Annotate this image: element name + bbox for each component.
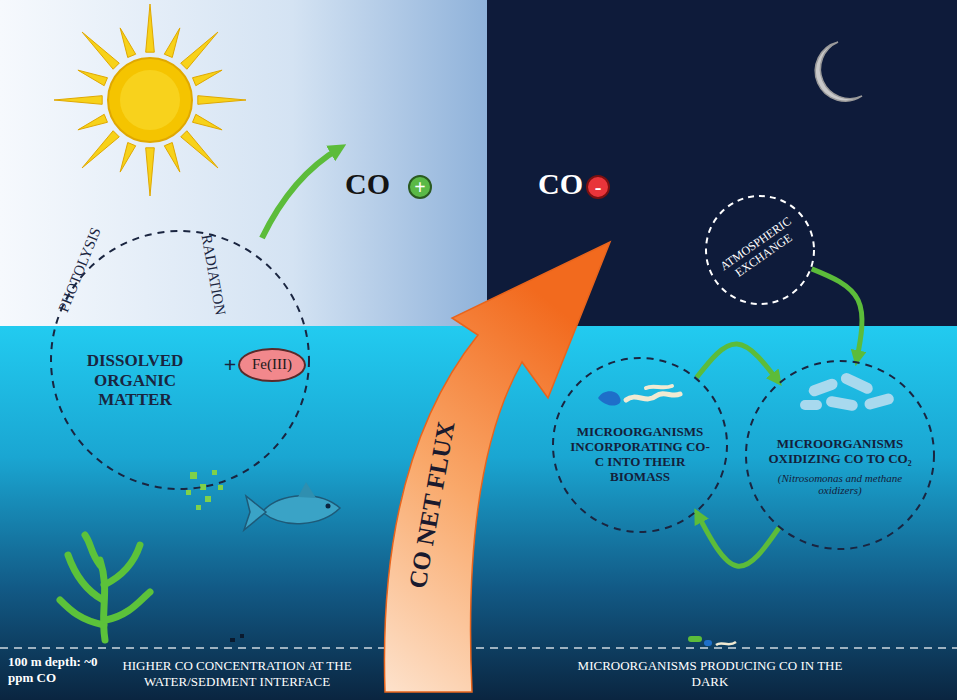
node-text: (Nitrosomonas and methane oxidizers) xyxy=(768,472,913,497)
sun-ray xyxy=(164,28,180,58)
depth-note: 100 m depth: ~0 ppm CO xyxy=(8,654,104,685)
flux-label: CO NET FLUX xyxy=(400,404,464,606)
minus-badge: - xyxy=(586,175,610,199)
iron-ellipse-shape xyxy=(239,349,305,381)
sun-ray xyxy=(78,70,108,86)
fish xyxy=(244,482,340,530)
incorporation-circle: MICROORGANISMS INCORPORATING CO-C INTO T… xyxy=(552,357,728,533)
moon xyxy=(815,42,862,101)
node-text: MICROORGANISMS OXIDIZING CO TO CO₂ xyxy=(755,437,925,467)
node-text: + xyxy=(409,176,431,199)
node-text: RADIATION xyxy=(194,214,232,335)
sun-ray xyxy=(146,148,155,196)
emission-arrow xyxy=(262,148,340,238)
oxidation-circle: MICROORGANISMS OXIDIZING CO TO CO₂ (Nitro… xyxy=(745,360,935,550)
sun-ray xyxy=(164,143,180,173)
node-text: - xyxy=(587,176,609,199)
sun-ray xyxy=(120,143,136,173)
seaweed xyxy=(60,535,150,640)
sun-rays xyxy=(54,4,246,196)
flow-arrow xyxy=(697,512,779,566)
oxidation-circle-shape xyxy=(746,361,934,549)
sun-ray xyxy=(181,131,218,168)
incorporation-circle-shape xyxy=(553,358,727,532)
plus-badge: + xyxy=(408,175,432,199)
exchange-circle-shape xyxy=(706,196,814,304)
photolysis-circle: PHOTOLYSISRADIATIONDISSOLVED ORGANIC MAT… xyxy=(50,230,310,490)
sun-ray xyxy=(120,28,136,58)
particles xyxy=(186,470,223,510)
sun-core xyxy=(120,70,180,130)
node-text: DISSOLVED ORGANIC MATTER xyxy=(69,351,201,410)
sun-ray xyxy=(82,32,119,69)
co-label: CO xyxy=(345,166,405,202)
sun-ray xyxy=(82,131,119,168)
sun-ray xyxy=(193,70,223,86)
flow-arrow xyxy=(812,269,862,362)
exchange-circle: ATMOSPHERIC EXCHANGE xyxy=(705,195,815,305)
sun-ray xyxy=(181,32,218,69)
co-label: CO xyxy=(538,166,584,202)
sun-ray xyxy=(198,96,246,105)
sun-ray xyxy=(78,114,108,130)
net-flux-arrow xyxy=(384,242,610,692)
node-text: + xyxy=(222,352,238,377)
sun-ray xyxy=(54,96,102,105)
depth-line xyxy=(0,647,957,649)
dark-production-note: MICROORGANISMS PRODUCING CO IN THE DARK xyxy=(560,658,860,689)
node-text: MICROORGANISMS INCORPORATING CO-C INTO T… xyxy=(570,425,710,485)
photolysis-circle-shape xyxy=(51,231,309,489)
node-text: ATMOSPHERIC EXCHANGE xyxy=(711,210,809,290)
plus-badge-shape xyxy=(409,176,431,198)
iron-ellipse: Fe(III) xyxy=(238,348,306,382)
sun-ray xyxy=(146,4,155,52)
node-text: Fe(III) xyxy=(240,356,304,373)
flow-arrow xyxy=(697,344,779,382)
sun xyxy=(108,58,192,142)
sediment-note: HIGHER CO CONCENTRATION AT THE WATER/SED… xyxy=(92,658,382,689)
bacteria xyxy=(230,371,895,646)
sun-ray xyxy=(193,114,223,130)
node-text: PHOTOLYSIS xyxy=(50,211,111,329)
minus-badge-shape xyxy=(587,176,609,198)
